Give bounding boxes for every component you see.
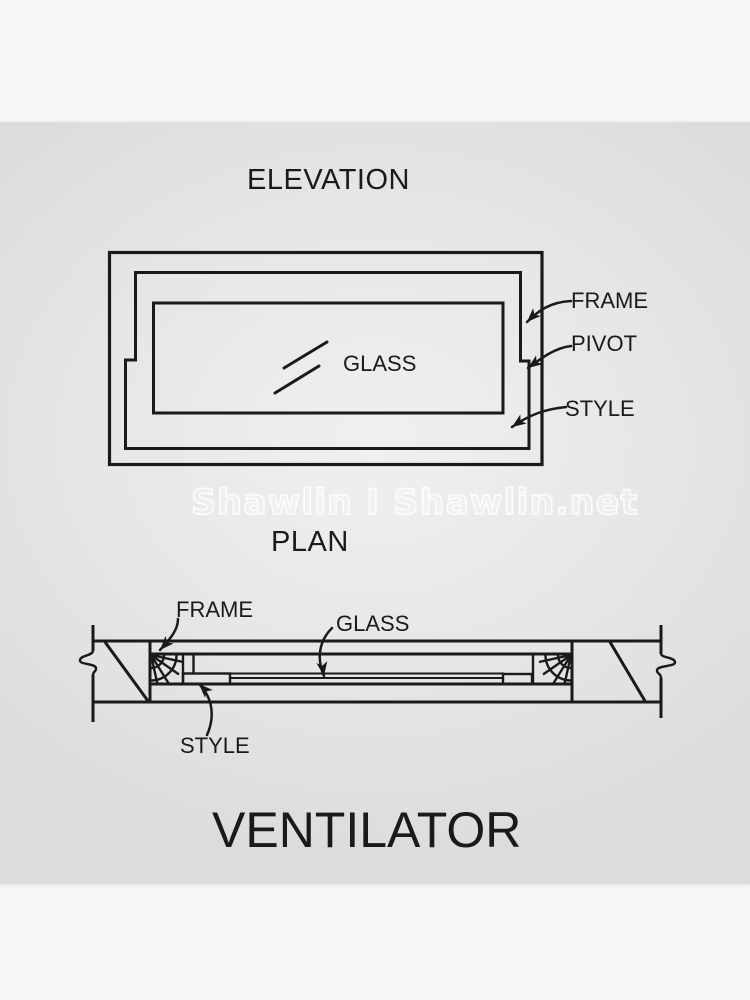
elevation-glass-outline [152,301,505,415]
plan-drawing: FRAME GLASS STYLE [78,597,677,758]
plan-glass-strip [229,672,504,679]
poster-artwork-panel [0,122,750,884]
elevation-style-label: STYLE [565,396,635,421]
plan-frame-label: FRAME [176,597,253,622]
elevation-shutter-outline [124,271,531,450]
plan-frame-verticals [148,639,574,704]
plan-wall-break-right [655,625,677,718]
wood-grain-fan-left [149,653,184,685]
arrowhead-icon [160,636,174,650]
plan-wall-lines [93,639,661,704]
plan-sash-lines [150,652,572,686]
elevation-frame-label: FRAME [571,288,648,313]
watermark-text: Shawlin I Shawlin.net [190,482,639,524]
elevation-frame-outline [107,250,544,467]
plan-view-title: PLAN [271,526,349,558]
plan-style-label: STYLE [180,733,250,758]
elevation-pivot-label: PIVOT [571,331,637,356]
plan-style-section-left [181,672,232,686]
plan-style-leader: STYLE [180,682,250,758]
elevation-style-leader: STYLE [510,396,635,429]
glass-hatch-marks [273,340,329,395]
elevation-drawing: GLASS FRAME PIVOT STYLE [107,250,648,467]
arrowhead-icon [528,355,543,368]
arrowhead-icon [316,661,328,676]
plan-wall-break-left [78,625,98,722]
elevation-glass-label: GLASS [343,351,416,376]
plan-frame-block-edges [181,654,535,684]
plan-wall-diagonals [103,641,647,702]
plan-frame-leader: FRAME [158,597,253,652]
drawing-caption: VENTILATOR [212,802,522,858]
arrowhead-icon [512,414,527,427]
arrowhead-icon [527,308,541,322]
elevation-frame-leader: FRAME [525,288,648,324]
elevation-view-title: ELEVATION [247,164,410,196]
elevation-pivot-leader: PIVOT [526,331,637,370]
plan-glass-leader: GLASS [316,611,409,678]
wood-grain-fan-right [538,653,573,685]
arrowhead-icon [199,684,213,698]
plan-glass-label: GLASS [336,611,409,636]
